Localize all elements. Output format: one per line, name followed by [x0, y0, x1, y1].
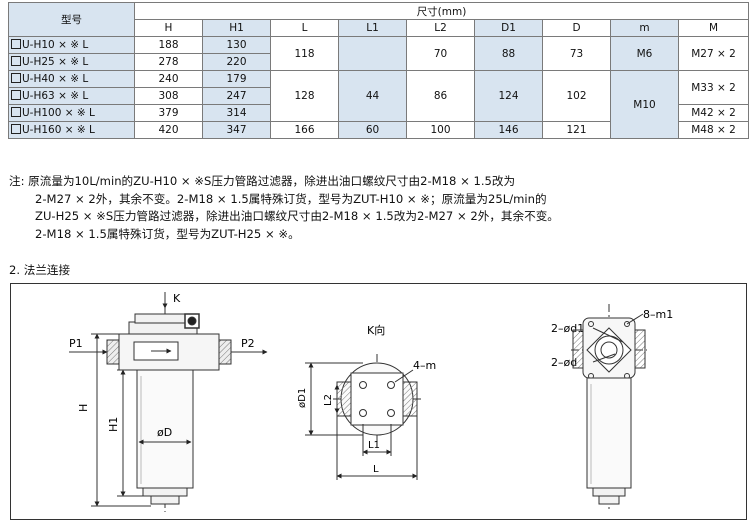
- table-row: U-H10 × ※ L 188 130 118 70 88 73 M6 M27 …: [8, 36, 750, 71]
- model-cell: U-H40 × ※ L: [8, 70, 135, 88]
- label-8m1: 8–m1: [643, 308, 673, 321]
- l2-cell: 70: [406, 36, 475, 71]
- col-header-d: D: [542, 19, 611, 37]
- note-line: 2-M27 × 2外，其余不变。2-M18 × 1.5属特殊订货，型号为ZUT-…: [35, 191, 547, 206]
- technical-drawing: K P1 P2 H H1 øD K向 4–m: [10, 283, 747, 520]
- m-cell: M48 × 2: [677, 121, 750, 139]
- d-cell: 121: [542, 121, 611, 139]
- col-header-h: H: [134, 19, 203, 37]
- h1-cell: 247: [202, 87, 271, 105]
- checkbox-square-icon: [11, 56, 21, 66]
- table-row: U-H160 × ※ L 420 347 166 60 100 146 121 …: [8, 121, 750, 139]
- h-cell: 240: [134, 70, 203, 88]
- model-cell: U-H25 × ※ L: [8, 53, 135, 71]
- m-small-cell: M6: [610, 36, 679, 71]
- l2-cell: 86: [406, 70, 475, 122]
- checkbox-square-icon: [11, 107, 21, 117]
- col-header-h1: H1: [202, 19, 271, 37]
- note-line: 注: 原流量为10L/min的ZU-H10 × ※S压力管路过滤器，除进出油口螺…: [9, 174, 516, 188]
- label-l2: L2: [323, 394, 334, 406]
- m-cell: M33 × 2: [677, 70, 750, 105]
- l2-cell: 100: [406, 121, 475, 139]
- header-size: 尺寸(mm): [133, 2, 750, 20]
- label-h1: H1: [107, 417, 120, 432]
- h-cell: 379: [134, 104, 203, 122]
- label-k: K: [173, 292, 181, 305]
- d1-cell: 124: [474, 70, 543, 122]
- l1-cell-empty: [338, 36, 407, 71]
- h1-cell: 347: [202, 121, 271, 139]
- col-header-l: L: [270, 19, 339, 37]
- label-k-view: K向: [367, 323, 385, 337]
- m-cell: M27 × 2: [677, 36, 750, 71]
- col-header-l2: L2: [406, 19, 475, 37]
- d1-cell: 88: [474, 36, 543, 71]
- table-row: U-H25 × ※ L 278 220: [8, 53, 749, 71]
- label-l1: L1: [368, 440, 380, 451]
- col-header-m: M: [677, 19, 750, 37]
- l-cell: 166: [270, 121, 339, 139]
- model-cell: U-H63 × ※ L: [8, 87, 135, 105]
- l-cell: 118: [270, 36, 339, 71]
- table-row: U-H63 × ※ L 308 247: [8, 87, 749, 105]
- d-cell: 102: [542, 70, 611, 122]
- table-row: U-H40 × ※ L 240 179 128 44 86 124 102 M1…: [8, 70, 750, 139]
- note-line: 2-M18 × 1.5属特殊订货，型号为ZUT-H25 × ※。: [35, 226, 300, 241]
- label-h: H: [77, 404, 90, 412]
- h1-cell: 130: [202, 36, 271, 54]
- model-cell: U-H10 × ※ L: [8, 36, 135, 54]
- col-header-d1: D1: [474, 19, 543, 37]
- label-p1: P1: [69, 337, 83, 350]
- checkbox-square-icon: [11, 90, 21, 100]
- checkbox-square-icon: [11, 39, 21, 49]
- label-2d: 2–ød: [551, 356, 577, 369]
- checkbox-square-icon: [11, 73, 21, 83]
- table-row: U-H100 × ※ L 379 314 M42 × 2: [8, 104, 750, 122]
- notes: 注: 原流量为10L/min的ZU-H10 × ※S压力管路过滤器，除进出油口螺…: [9, 173, 749, 243]
- model-cell: U-H100 × ※ L: [8, 104, 135, 122]
- k-view: [305, 354, 421, 480]
- h-cell: 308: [134, 87, 203, 105]
- h-cell: 278: [134, 53, 203, 71]
- l-cell: 128: [270, 70, 339, 122]
- h1-cell: 179: [202, 70, 271, 88]
- m-cell: M42 × 2: [677, 104, 750, 122]
- model-cell: U-H160 × ※ L: [8, 121, 135, 139]
- col-header-l1: L1: [338, 19, 407, 37]
- d-cell: 73: [542, 36, 611, 71]
- note-line: ZU-H25 × ※S压力管路过滤器，除进出油口螺纹尺寸由2-M18 × 1.5…: [35, 209, 559, 223]
- d1-cell: 146: [474, 121, 543, 139]
- l1-cell: 60: [338, 121, 407, 139]
- label-p2: P2: [241, 337, 255, 350]
- checkbox-square-icon: [11, 124, 21, 134]
- header-model: 型号: [8, 2, 135, 37]
- col-header-m-small: m: [610, 19, 679, 37]
- label-d: øD: [157, 426, 172, 439]
- h1-cell: 314: [202, 104, 271, 122]
- h1-cell: 220: [202, 53, 271, 71]
- flange-view: [571, 304, 647, 512]
- l1-cell: 44: [338, 70, 407, 122]
- h-cell: 420: [134, 121, 203, 139]
- h-cell: 188: [134, 36, 203, 54]
- m-small-cell: M10: [610, 70, 679, 139]
- section-title: 2. 法兰连接: [9, 263, 71, 277]
- spec-table: 型号 尺寸(mm) H H1 L L1 L2 D1 D m M U-H10 × …: [8, 2, 750, 139]
- label-l: L: [373, 464, 379, 475]
- side-view: [69, 292, 268, 512]
- label-d1: øD1: [297, 388, 308, 408]
- label-4m: 4–m: [413, 359, 436, 372]
